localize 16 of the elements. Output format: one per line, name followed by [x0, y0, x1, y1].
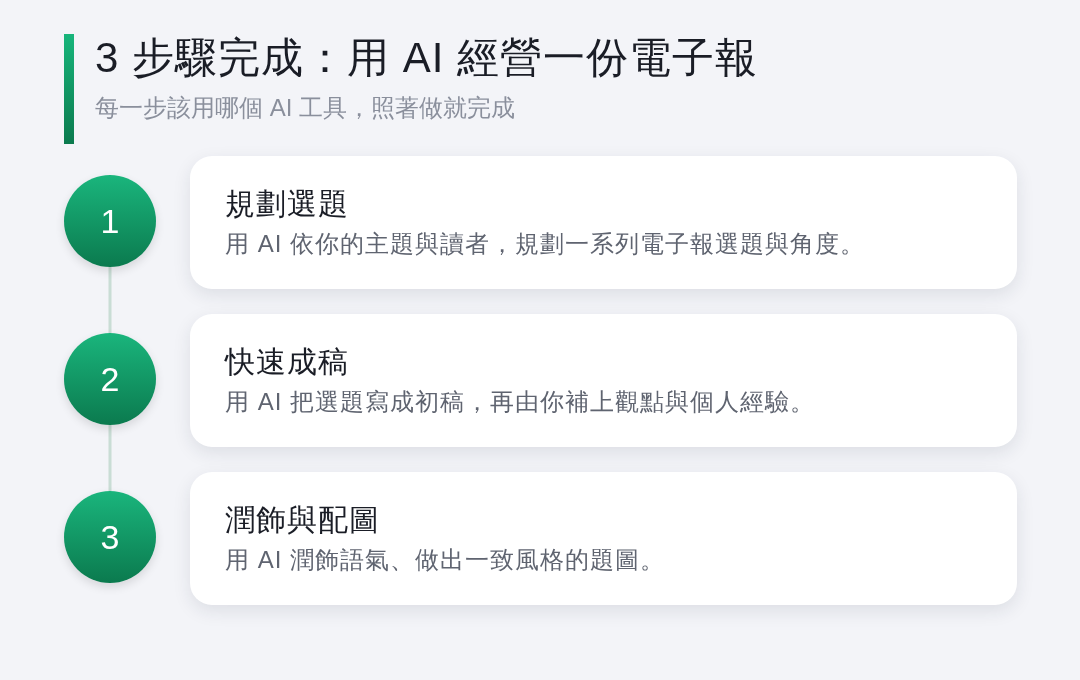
step-number-circle: 3: [64, 491, 156, 583]
step-number-circle: 2: [64, 333, 156, 425]
title: 3 步驟完成：用 AI 經營一份電子報: [95, 33, 759, 83]
step-card: [190, 156, 1017, 289]
step-card: [190, 314, 1017, 447]
step-description: 用 AI 把選題寫成初稿，再由你補上觀點與個人經驗。: [225, 387, 815, 417]
step-number-circle: 1: [64, 175, 156, 267]
subtitle: 每一步該用哪個 AI 工具，照著做就完成: [95, 93, 515, 123]
step-title: 規劃選題: [225, 186, 349, 222]
step-title: 潤飾與配圖: [225, 502, 380, 538]
step-card: [190, 472, 1017, 605]
step-description: 用 AI 潤飾語氣、做出一致風格的題圖。: [225, 545, 665, 575]
connector-line: [108, 267, 112, 333]
step-description: 用 AI 依你的主題與讀者，規劃一系列電子報選題與角度。: [225, 229, 865, 259]
connector-line: [108, 425, 112, 491]
step-title: 快速成稿: [225, 344, 349, 380]
